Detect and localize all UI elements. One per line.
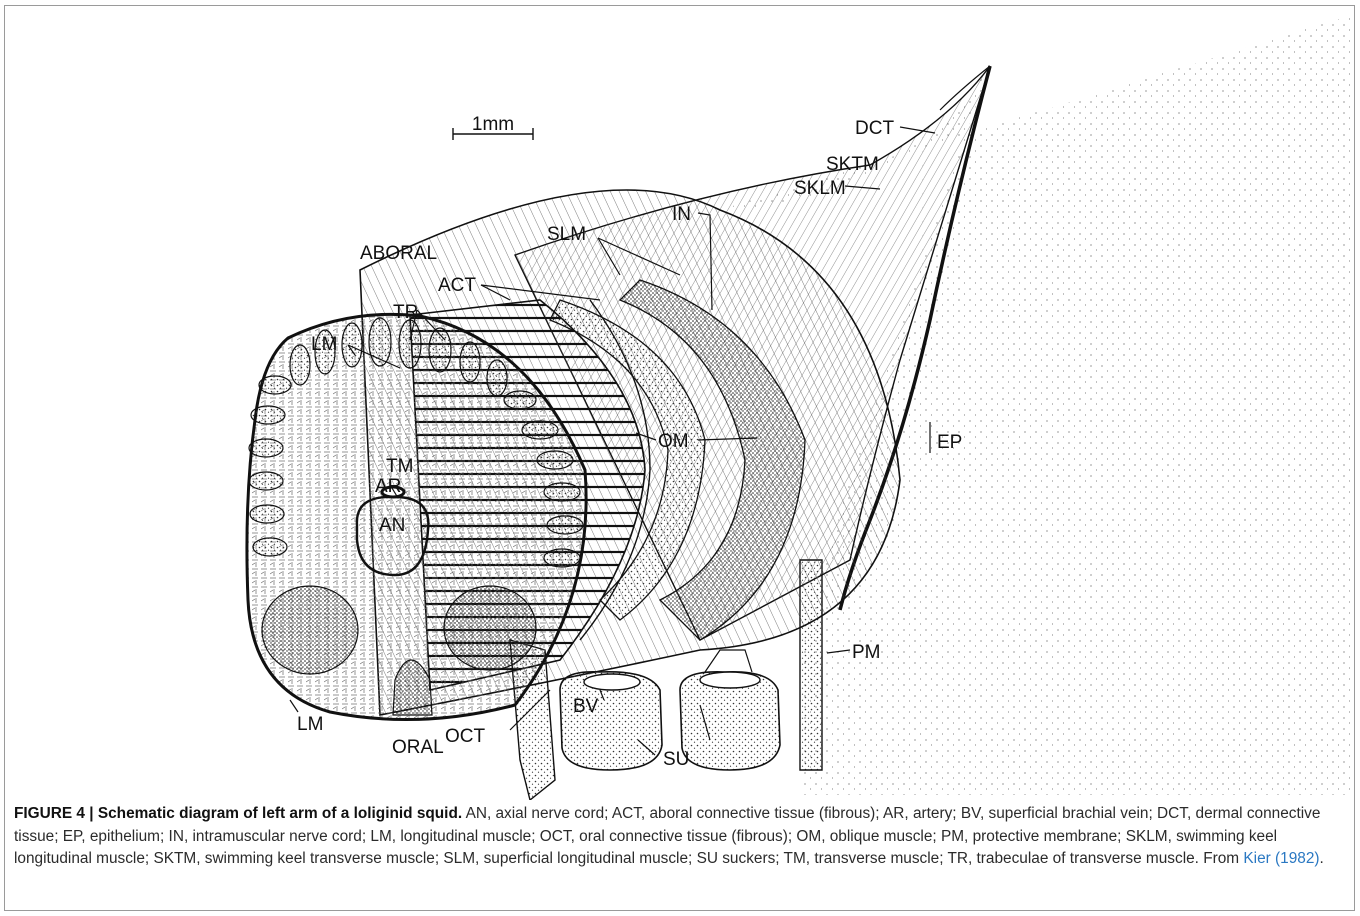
label-sklm: SKLM — [794, 178, 846, 199]
label-pm: PM — [852, 642, 881, 663]
label-lm-top: LM — [311, 334, 337, 355]
figure-caption-title: FIGURE 4 | Schematic diagram of left arm… — [14, 805, 462, 822]
label-bv: BV — [573, 696, 599, 717]
label-tm: TM — [386, 456, 413, 477]
label-ar: AR — [375, 476, 401, 497]
label-aboral: ABORAL — [360, 243, 437, 264]
label-oral: ORAL — [392, 737, 444, 758]
label-oct: OCT — [445, 726, 486, 747]
label-om: OM — [658, 431, 689, 452]
label-act: ACT — [438, 275, 476, 296]
squid-arm-diagram: 1mm ABORAL ORAL DCT SKTM SKLM IN SLM ACT… — [0, 0, 1360, 800]
label-an: AN — [379, 515, 405, 536]
label-su: SU — [663, 749, 689, 770]
label-ep: EP — [937, 432, 962, 453]
label-dct: DCT — [855, 118, 894, 139]
label-in: IN — [672, 204, 691, 225]
label-sktm: SKTM — [826, 154, 879, 175]
scale-bar: 1mm — [453, 114, 533, 140]
label-slm: SLM — [547, 224, 586, 245]
figure-caption-end: . — [1320, 850, 1324, 867]
citation-link[interactable]: Kier (1982) — [1243, 850, 1319, 867]
figure-caption: FIGURE 4 | Schematic diagram of left arm… — [14, 803, 1340, 871]
label-lm-bottom: LM — [297, 714, 323, 735]
scale-bar-label: 1mm — [472, 114, 514, 135]
label-tr: TR — [393, 302, 418, 323]
